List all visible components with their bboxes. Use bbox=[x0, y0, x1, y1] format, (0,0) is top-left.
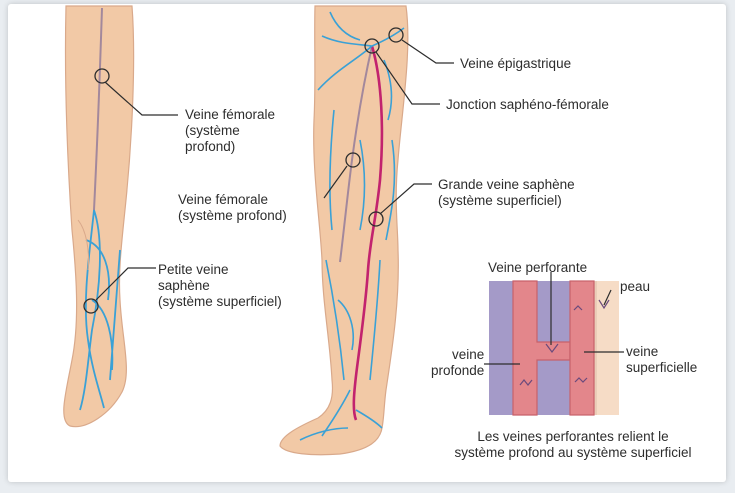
label-perforating: Veine perforante bbox=[488, 260, 587, 276]
label-junction: Jonction saphéno-fémorale bbox=[446, 97, 609, 113]
leg-illustration bbox=[8, 4, 726, 482]
label-deep-vein: veine profonde bbox=[431, 347, 484, 379]
label-skin: peau bbox=[620, 279, 650, 295]
label-femoral-mid: Veine fémorale (système profond) bbox=[178, 192, 287, 224]
label-great-saphenous: Grande veine saphène (système superficie… bbox=[438, 177, 575, 209]
left-leg bbox=[64, 6, 134, 427]
perforating-inset bbox=[489, 281, 619, 415]
label-small-saphenous: Petite veine saphène (système superficie… bbox=[158, 262, 282, 310]
label-epigastric: Veine épigastrique bbox=[460, 56, 571, 72]
label-superficial-vein: veine superficielle bbox=[626, 344, 697, 376]
anatomy-diagram: Veine fémorale (système profond) Petite … bbox=[8, 4, 726, 482]
caption: Les veines perforantes relient le systèm… bbox=[433, 429, 713, 461]
label-femoral-left: Veine fémorale (système profond) bbox=[185, 107, 275, 155]
